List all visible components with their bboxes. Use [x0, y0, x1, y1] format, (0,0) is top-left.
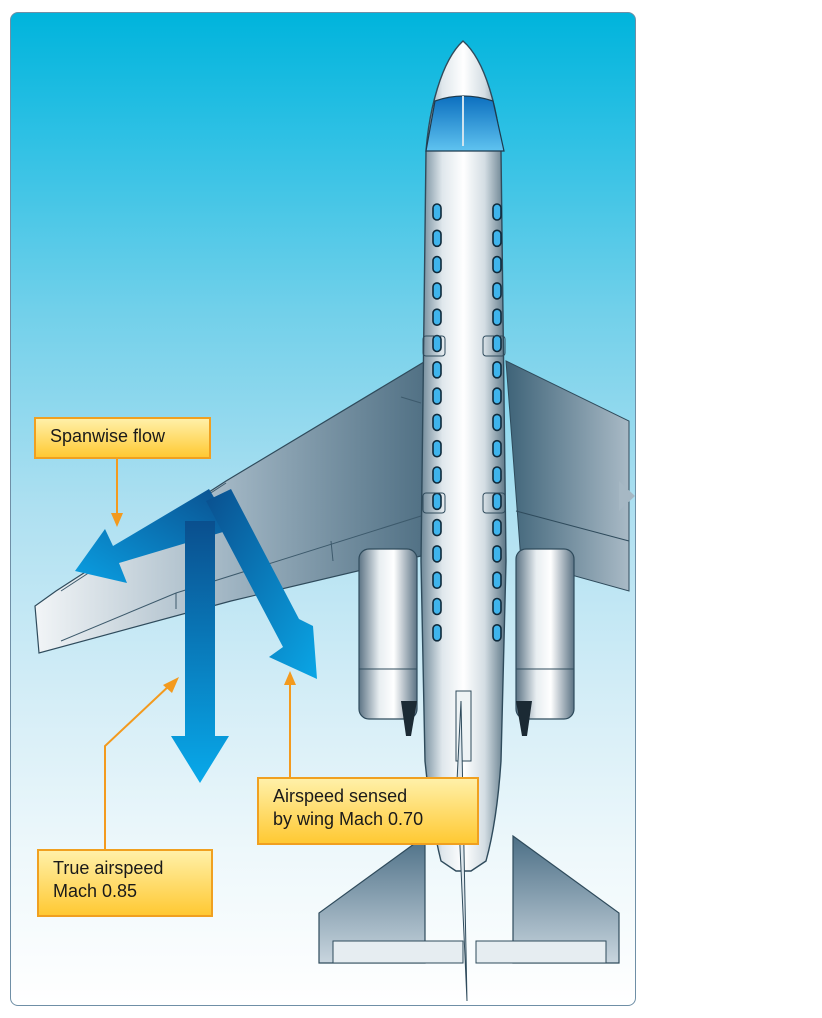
cabin-window: [492, 466, 502, 484]
door-outline: [422, 335, 446, 357]
true-airspeed-arrow: [171, 521, 229, 783]
cabin-window: [492, 413, 502, 432]
cabin-window: [492, 571, 502, 590]
cabin-window: [432, 492, 442, 511]
spanwise-flow-label: Spanwise flow: [50, 426, 166, 446]
cabin-window: [432, 255, 442, 274]
true-airspeed-callout: True airspeed Mach 0.85: [37, 849, 213, 917]
door-outline: [482, 492, 506, 514]
sensed-airspeed-line2: by wing Mach 0.70: [273, 809, 424, 829]
true-airspeed-line1: True airspeed: [53, 858, 164, 878]
cabin-window: [432, 203, 442, 221]
cabin-window: [492, 360, 502, 379]
cabin-window: [432, 466, 442, 484]
sensed-airspeed-arrow: [206, 489, 317, 679]
aircraft-diagram: [34, 40, 635, 1002]
right-engine: [515, 548, 575, 736]
cabin-window: [492, 518, 502, 537]
cabin-window: [492, 439, 502, 458]
cabin-window: [432, 413, 442, 432]
sensed-airspeed-line1: Airspeed sensed: [273, 786, 408, 806]
cabin-window: [492, 282, 502, 300]
cabin-window: [432, 229, 442, 248]
cabin-window: [492, 229, 502, 248]
cabin-windows: [422, 203, 506, 642]
door-outline: [482, 335, 506, 357]
cabin-window: [492, 387, 502, 405]
leader-lines: [104, 456, 296, 853]
cabin-window: [492, 597, 502, 616]
door-outline: [422, 492, 446, 514]
spanwise-flow-callout: Spanwise flow: [34, 417, 211, 459]
sensed-airspeed-callout: Airspeed sensed by wing Mach 0.70: [257, 777, 479, 845]
diagram-panel: Spanwise flow True airspeed Mach 0.85 Ai…: [10, 12, 636, 1006]
cabin-window: [432, 518, 442, 537]
cabin-window: [432, 545, 442, 563]
cabin-window: [432, 439, 442, 458]
cabin-window: [432, 308, 442, 327]
spanwise-flow-arrow: [75, 489, 233, 583]
cabin-window: [432, 597, 442, 616]
horizontal-tail: [318, 834, 620, 964]
cabin-window: [492, 203, 502, 221]
cabin-window: [432, 571, 442, 590]
cabin-window: [432, 282, 442, 300]
cabin-window: [432, 623, 442, 642]
true-airspeed-line2: Mach 0.85: [53, 881, 138, 901]
cabin-window: [432, 360, 442, 379]
cabin-window: [492, 334, 502, 353]
right-wing: [505, 360, 635, 592]
cabin-window: [432, 387, 442, 405]
cabin-window: [492, 255, 502, 274]
cabin-window: [432, 334, 442, 353]
cabin-window: [492, 492, 502, 511]
fuselage: [420, 40, 507, 1002]
left-engine: [358, 548, 418, 736]
cabin-window: [492, 545, 502, 563]
cabin-window: [492, 623, 502, 642]
cabin-window: [492, 308, 502, 327]
